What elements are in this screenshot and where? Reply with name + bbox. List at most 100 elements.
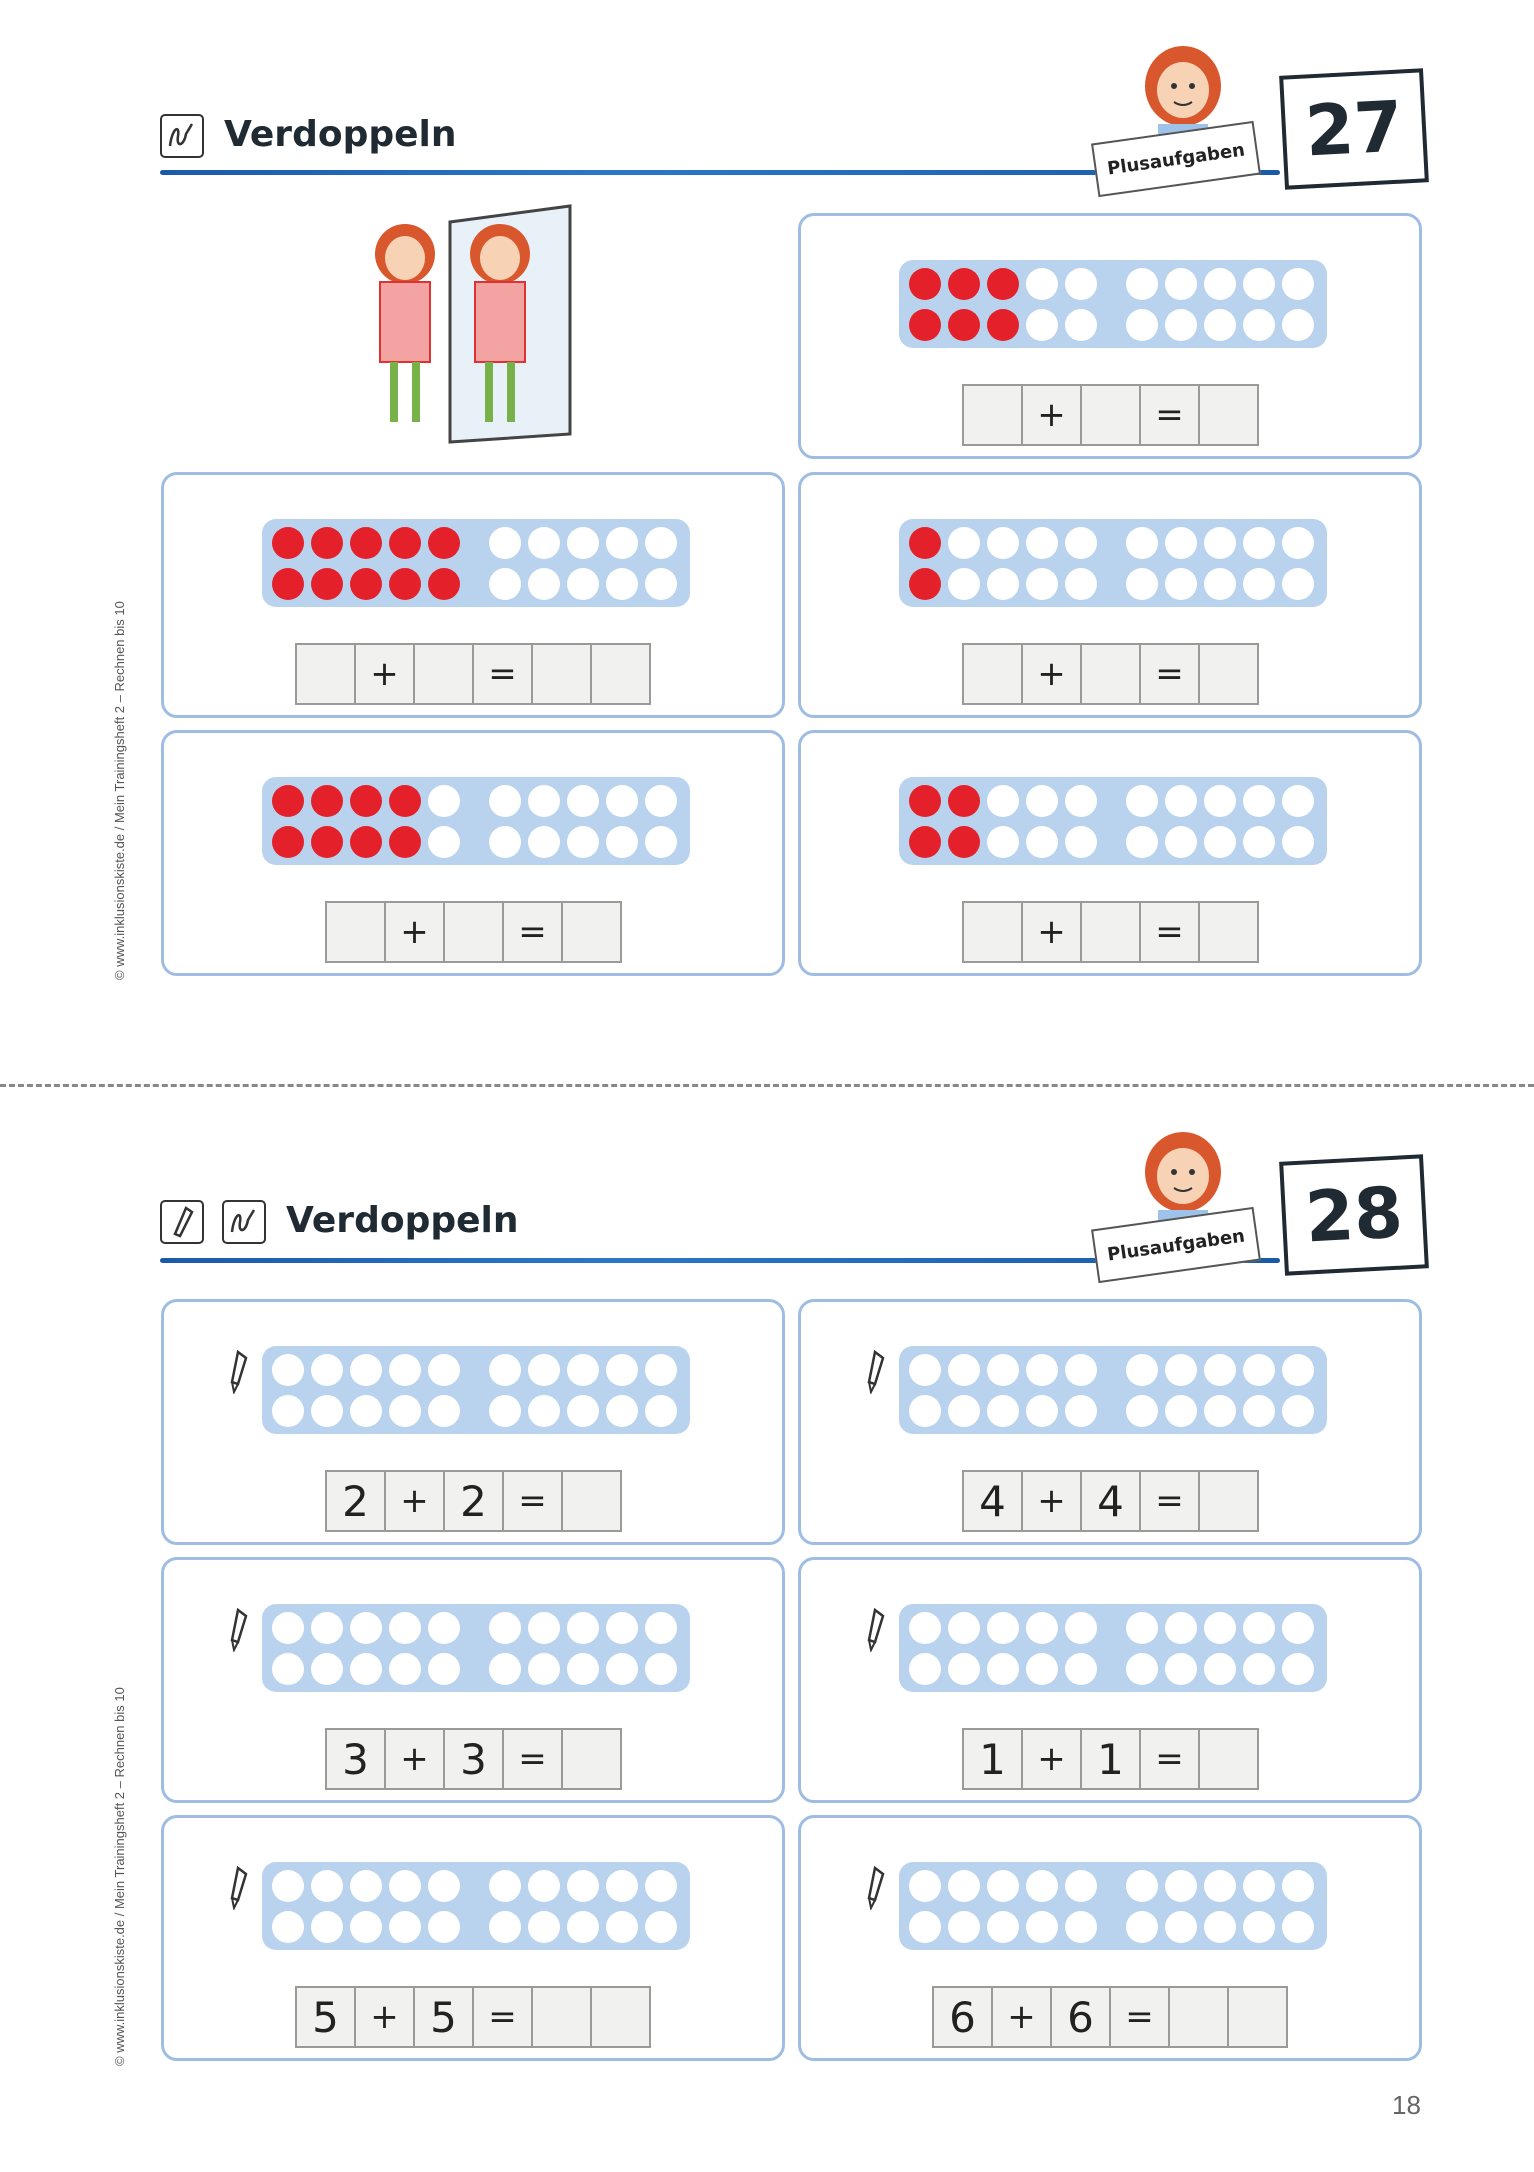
empty-counter-dot[interactable] bbox=[1126, 1612, 1158, 1644]
empty-counter-dot[interactable] bbox=[1126, 1653, 1158, 1685]
empty-counter-dot[interactable] bbox=[272, 1612, 304, 1644]
empty-counter-dot[interactable] bbox=[428, 1612, 460, 1644]
empty-counter-dot[interactable] bbox=[909, 1395, 941, 1427]
empty-counter-dot[interactable] bbox=[350, 1395, 382, 1427]
empty-counter-dot[interactable] bbox=[389, 1653, 421, 1685]
empty-counter-dot[interactable] bbox=[606, 1653, 638, 1685]
empty-counter-dot[interactable] bbox=[909, 1354, 941, 1386]
empty-counter-dot[interactable] bbox=[1243, 1870, 1275, 1902]
empty-counter-dot[interactable] bbox=[489, 1911, 521, 1943]
empty-counter-dot[interactable] bbox=[1282, 1354, 1314, 1386]
empty-counter-dot[interactable] bbox=[1065, 1870, 1097, 1902]
empty-counter-dot[interactable] bbox=[1126, 1395, 1158, 1427]
answer-cell[interactable] bbox=[415, 645, 472, 703]
empty-counter-dot[interactable] bbox=[428, 1911, 460, 1943]
empty-counter-dot[interactable] bbox=[1204, 1870, 1236, 1902]
empty-counter-dot[interactable] bbox=[1243, 1653, 1275, 1685]
answer-cell[interactable] bbox=[592, 645, 649, 703]
empty-counter-dot[interactable] bbox=[528, 1911, 560, 1943]
empty-counter-dot[interactable] bbox=[1126, 1354, 1158, 1386]
empty-counter-dot[interactable] bbox=[909, 1911, 941, 1943]
empty-counter-dot[interactable] bbox=[987, 1612, 1019, 1644]
empty-counter-dot[interactable] bbox=[645, 1870, 677, 1902]
answer-cell[interactable] bbox=[533, 645, 590, 703]
empty-counter-dot[interactable] bbox=[987, 1653, 1019, 1685]
empty-counter-dot[interactable] bbox=[909, 1612, 941, 1644]
empty-counter-dot[interactable] bbox=[1204, 1612, 1236, 1644]
empty-counter-dot[interactable] bbox=[1243, 1395, 1275, 1427]
empty-counter-dot[interactable] bbox=[1026, 1612, 1058, 1644]
answer-cell[interactable] bbox=[964, 386, 1021, 444]
empty-counter-dot[interactable] bbox=[1026, 1870, 1058, 1902]
empty-counter-dot[interactable] bbox=[311, 1395, 343, 1427]
empty-counter-dot[interactable] bbox=[645, 1395, 677, 1427]
empty-counter-dot[interactable] bbox=[1165, 1395, 1197, 1427]
empty-counter-dot[interactable] bbox=[1065, 1395, 1097, 1427]
answer-cell[interactable] bbox=[1200, 386, 1257, 444]
empty-counter-dot[interactable] bbox=[1243, 1612, 1275, 1644]
empty-counter-dot[interactable] bbox=[350, 1911, 382, 1943]
answer-cell[interactable] bbox=[533, 1988, 590, 2046]
empty-counter-dot[interactable] bbox=[1026, 1354, 1058, 1386]
answer-cell[interactable] bbox=[297, 645, 354, 703]
empty-counter-dot[interactable] bbox=[428, 1653, 460, 1685]
empty-counter-dot[interactable] bbox=[1165, 1354, 1197, 1386]
empty-counter-dot[interactable] bbox=[1204, 1395, 1236, 1427]
empty-counter-dot[interactable] bbox=[428, 1395, 460, 1427]
empty-counter-dot[interactable] bbox=[606, 1911, 638, 1943]
empty-counter-dot[interactable] bbox=[389, 1911, 421, 1943]
answer-cell[interactable] bbox=[1200, 645, 1257, 703]
empty-counter-dot[interactable] bbox=[272, 1653, 304, 1685]
empty-counter-dot[interactable] bbox=[1026, 1911, 1058, 1943]
empty-counter-dot[interactable] bbox=[1065, 1354, 1097, 1386]
empty-counter-dot[interactable] bbox=[272, 1911, 304, 1943]
empty-counter-dot[interactable] bbox=[645, 1911, 677, 1943]
empty-counter-dot[interactable] bbox=[311, 1911, 343, 1943]
empty-counter-dot[interactable] bbox=[389, 1870, 421, 1902]
answer-cell[interactable] bbox=[563, 1730, 620, 1788]
empty-counter-dot[interactable] bbox=[428, 1354, 460, 1386]
empty-counter-dot[interactable] bbox=[987, 1354, 1019, 1386]
empty-counter-dot[interactable] bbox=[1065, 1911, 1097, 1943]
empty-counter-dot[interactable] bbox=[909, 1870, 941, 1902]
empty-counter-dot[interactable] bbox=[1165, 1612, 1197, 1644]
empty-counter-dot[interactable] bbox=[528, 1653, 560, 1685]
empty-counter-dot[interactable] bbox=[528, 1870, 560, 1902]
empty-counter-dot[interactable] bbox=[311, 1653, 343, 1685]
answer-cell[interactable] bbox=[445, 903, 502, 961]
empty-counter-dot[interactable] bbox=[389, 1395, 421, 1427]
empty-counter-dot[interactable] bbox=[272, 1870, 304, 1902]
answer-cell[interactable] bbox=[1229, 1988, 1286, 2046]
empty-counter-dot[interactable] bbox=[428, 1870, 460, 1902]
empty-counter-dot[interactable] bbox=[389, 1354, 421, 1386]
empty-counter-dot[interactable] bbox=[350, 1653, 382, 1685]
empty-counter-dot[interactable] bbox=[272, 1395, 304, 1427]
answer-cell[interactable] bbox=[1170, 1988, 1227, 2046]
empty-counter-dot[interactable] bbox=[1204, 1653, 1236, 1685]
empty-counter-dot[interactable] bbox=[948, 1911, 980, 1943]
empty-counter-dot[interactable] bbox=[1026, 1653, 1058, 1685]
empty-counter-dot[interactable] bbox=[645, 1653, 677, 1685]
empty-counter-dot[interactable] bbox=[1165, 1653, 1197, 1685]
empty-counter-dot[interactable] bbox=[489, 1612, 521, 1644]
empty-counter-dot[interactable] bbox=[567, 1395, 599, 1427]
empty-counter-dot[interactable] bbox=[909, 1653, 941, 1685]
empty-counter-dot[interactable] bbox=[272, 1354, 304, 1386]
empty-counter-dot[interactable] bbox=[606, 1612, 638, 1644]
answer-cell[interactable] bbox=[1082, 645, 1139, 703]
empty-counter-dot[interactable] bbox=[1282, 1395, 1314, 1427]
empty-counter-dot[interactable] bbox=[489, 1653, 521, 1685]
answer-cell[interactable] bbox=[1200, 1730, 1257, 1788]
empty-counter-dot[interactable] bbox=[1282, 1911, 1314, 1943]
answer-cell[interactable] bbox=[1200, 903, 1257, 961]
empty-counter-dot[interactable] bbox=[311, 1870, 343, 1902]
empty-counter-dot[interactable] bbox=[567, 1354, 599, 1386]
answer-cell[interactable] bbox=[327, 903, 384, 961]
empty-counter-dot[interactable] bbox=[948, 1612, 980, 1644]
empty-counter-dot[interactable] bbox=[606, 1354, 638, 1386]
empty-counter-dot[interactable] bbox=[350, 1870, 382, 1902]
empty-counter-dot[interactable] bbox=[987, 1911, 1019, 1943]
answer-cell[interactable] bbox=[1200, 1472, 1257, 1530]
empty-counter-dot[interactable] bbox=[606, 1870, 638, 1902]
empty-counter-dot[interactable] bbox=[987, 1395, 1019, 1427]
